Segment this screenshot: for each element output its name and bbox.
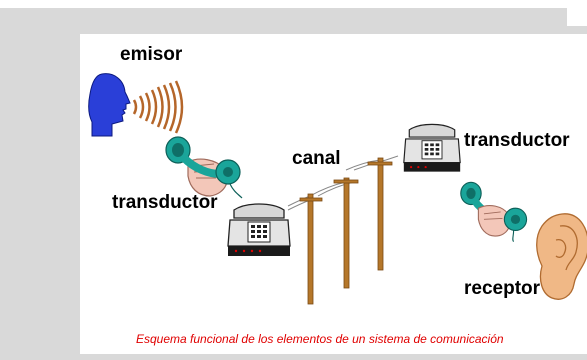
sound-waves-icon [132,80,184,134]
utility-pole-icon [287,155,399,305]
handset-icon [460,181,528,242]
head-icon [88,73,131,137]
telephone-icon [403,123,461,172]
channel-label: canal [292,148,341,169]
transducer-right-label: transductor [464,130,570,151]
handset-icon [165,136,243,199]
diagram-slide: emisor transductor canal transductor rec… [80,34,587,354]
ear-icon [536,213,587,300]
receiver-label: receptor [464,278,541,299]
emitter-label: emisor [120,44,183,65]
top-band [0,0,567,8]
transducer-left-label: transductor [112,192,218,213]
diagram-caption: Esquema funcional de los elementos de un… [136,332,504,346]
telephone-icon [227,203,291,256]
right-band [567,0,587,26]
